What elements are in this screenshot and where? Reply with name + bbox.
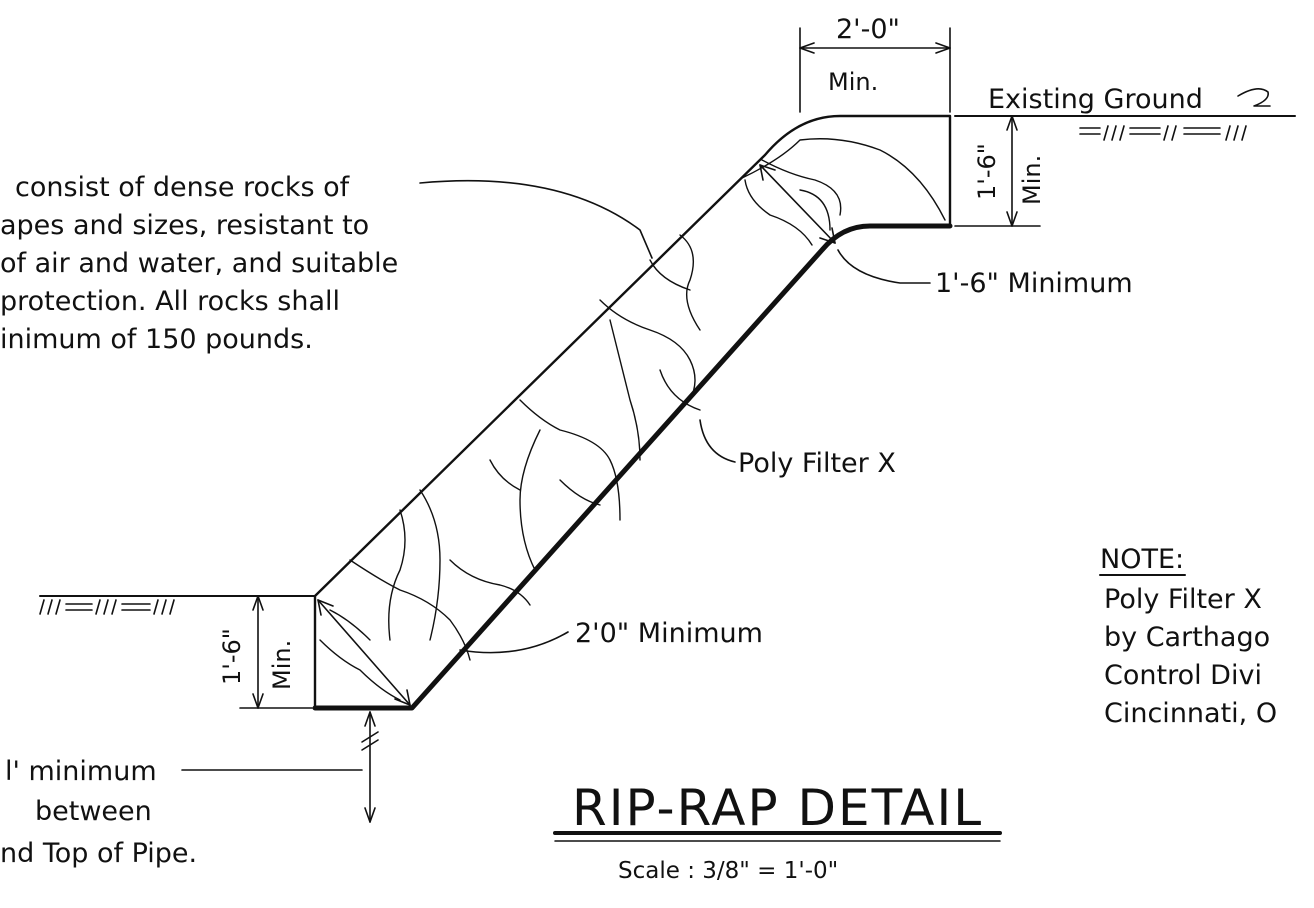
- spec-note: consist of dense rocks of apes and sizes…: [0, 172, 398, 355]
- spec-line-1: consist of dense rocks of: [15, 172, 351, 203]
- poly-filter-label: Poly Filter X: [738, 448, 896, 479]
- note-line-4: Cincinnati, O: [1104, 698, 1277, 729]
- thickness-top-leader: [837, 249, 931, 284]
- thickness-bottom-arrow: [317, 599, 411, 706]
- note-line-1: Poly Filter X: [1104, 584, 1262, 615]
- spec-leader: [419, 179, 653, 259]
- poly-filter-line: [312, 223, 953, 711]
- note-line-2: by Carthago: [1104, 622, 1270, 653]
- right-depth-dimension: [954, 115, 1041, 227]
- note-line-3: Control Divi: [1104, 660, 1262, 691]
- top-width-min: Min.: [828, 68, 878, 96]
- pipe-note-line-2: between: [35, 796, 152, 827]
- right-depth-min: Min.: [1018, 155, 1046, 205]
- ground-hatch-right: [1079, 125, 1247, 141]
- spec-line-4: protection. All rocks shall: [0, 286, 340, 317]
- thickness-top-label: 1'-6" Minimum: [935, 268, 1133, 299]
- pipe-note: l' minimum between nd Top of Pipe.: [0, 756, 197, 869]
- pipe-note-line-1: l' minimum: [5, 756, 157, 787]
- pipe-note-line-3: nd Top of Pipe.: [0, 838, 197, 869]
- left-depth-value: 1'-6": [218, 628, 246, 685]
- thickness-bottom-leader: [459, 631, 569, 654]
- drawing-title: RIP-RAP DETAIL: [572, 779, 983, 837]
- thickness-top-arrow: [759, 164, 836, 244]
- side-note: NOTE: Poly Filter X by Carthago Control …: [1100, 544, 1277, 729]
- spec-line-3: of air and water, and suitable: [0, 248, 398, 279]
- filter-leader: [699, 419, 736, 463]
- ground-leader: [1237, 88, 1271, 107]
- ground-hatch-left: [39, 599, 175, 615]
- pipe-clearance-arrow: [361, 711, 379, 823]
- top-width-value: 2'-0": [836, 14, 900, 45]
- drawing-scale: Scale : 3/8" = 1'-0": [618, 858, 838, 884]
- rock-pattern: [319, 138, 946, 701]
- left-depth-dimension: [239, 595, 313, 709]
- thickness-bottom-label: 2'0" Minimum: [575, 618, 763, 649]
- right-depth-value: 1'-6": [973, 143, 1001, 200]
- title-underlines: [553, 831, 1002, 842]
- spec-line-5: inimum of 150 pounds.: [0, 324, 313, 355]
- spec-line-2: apes and sizes, resistant to: [0, 210, 369, 241]
- existing-ground-label: Existing Ground: [988, 84, 1203, 115]
- left-depth-min: Min.: [268, 640, 296, 690]
- top-width-dimension: [799, 27, 951, 113]
- note-heading: NOTE:: [1100, 544, 1184, 575]
